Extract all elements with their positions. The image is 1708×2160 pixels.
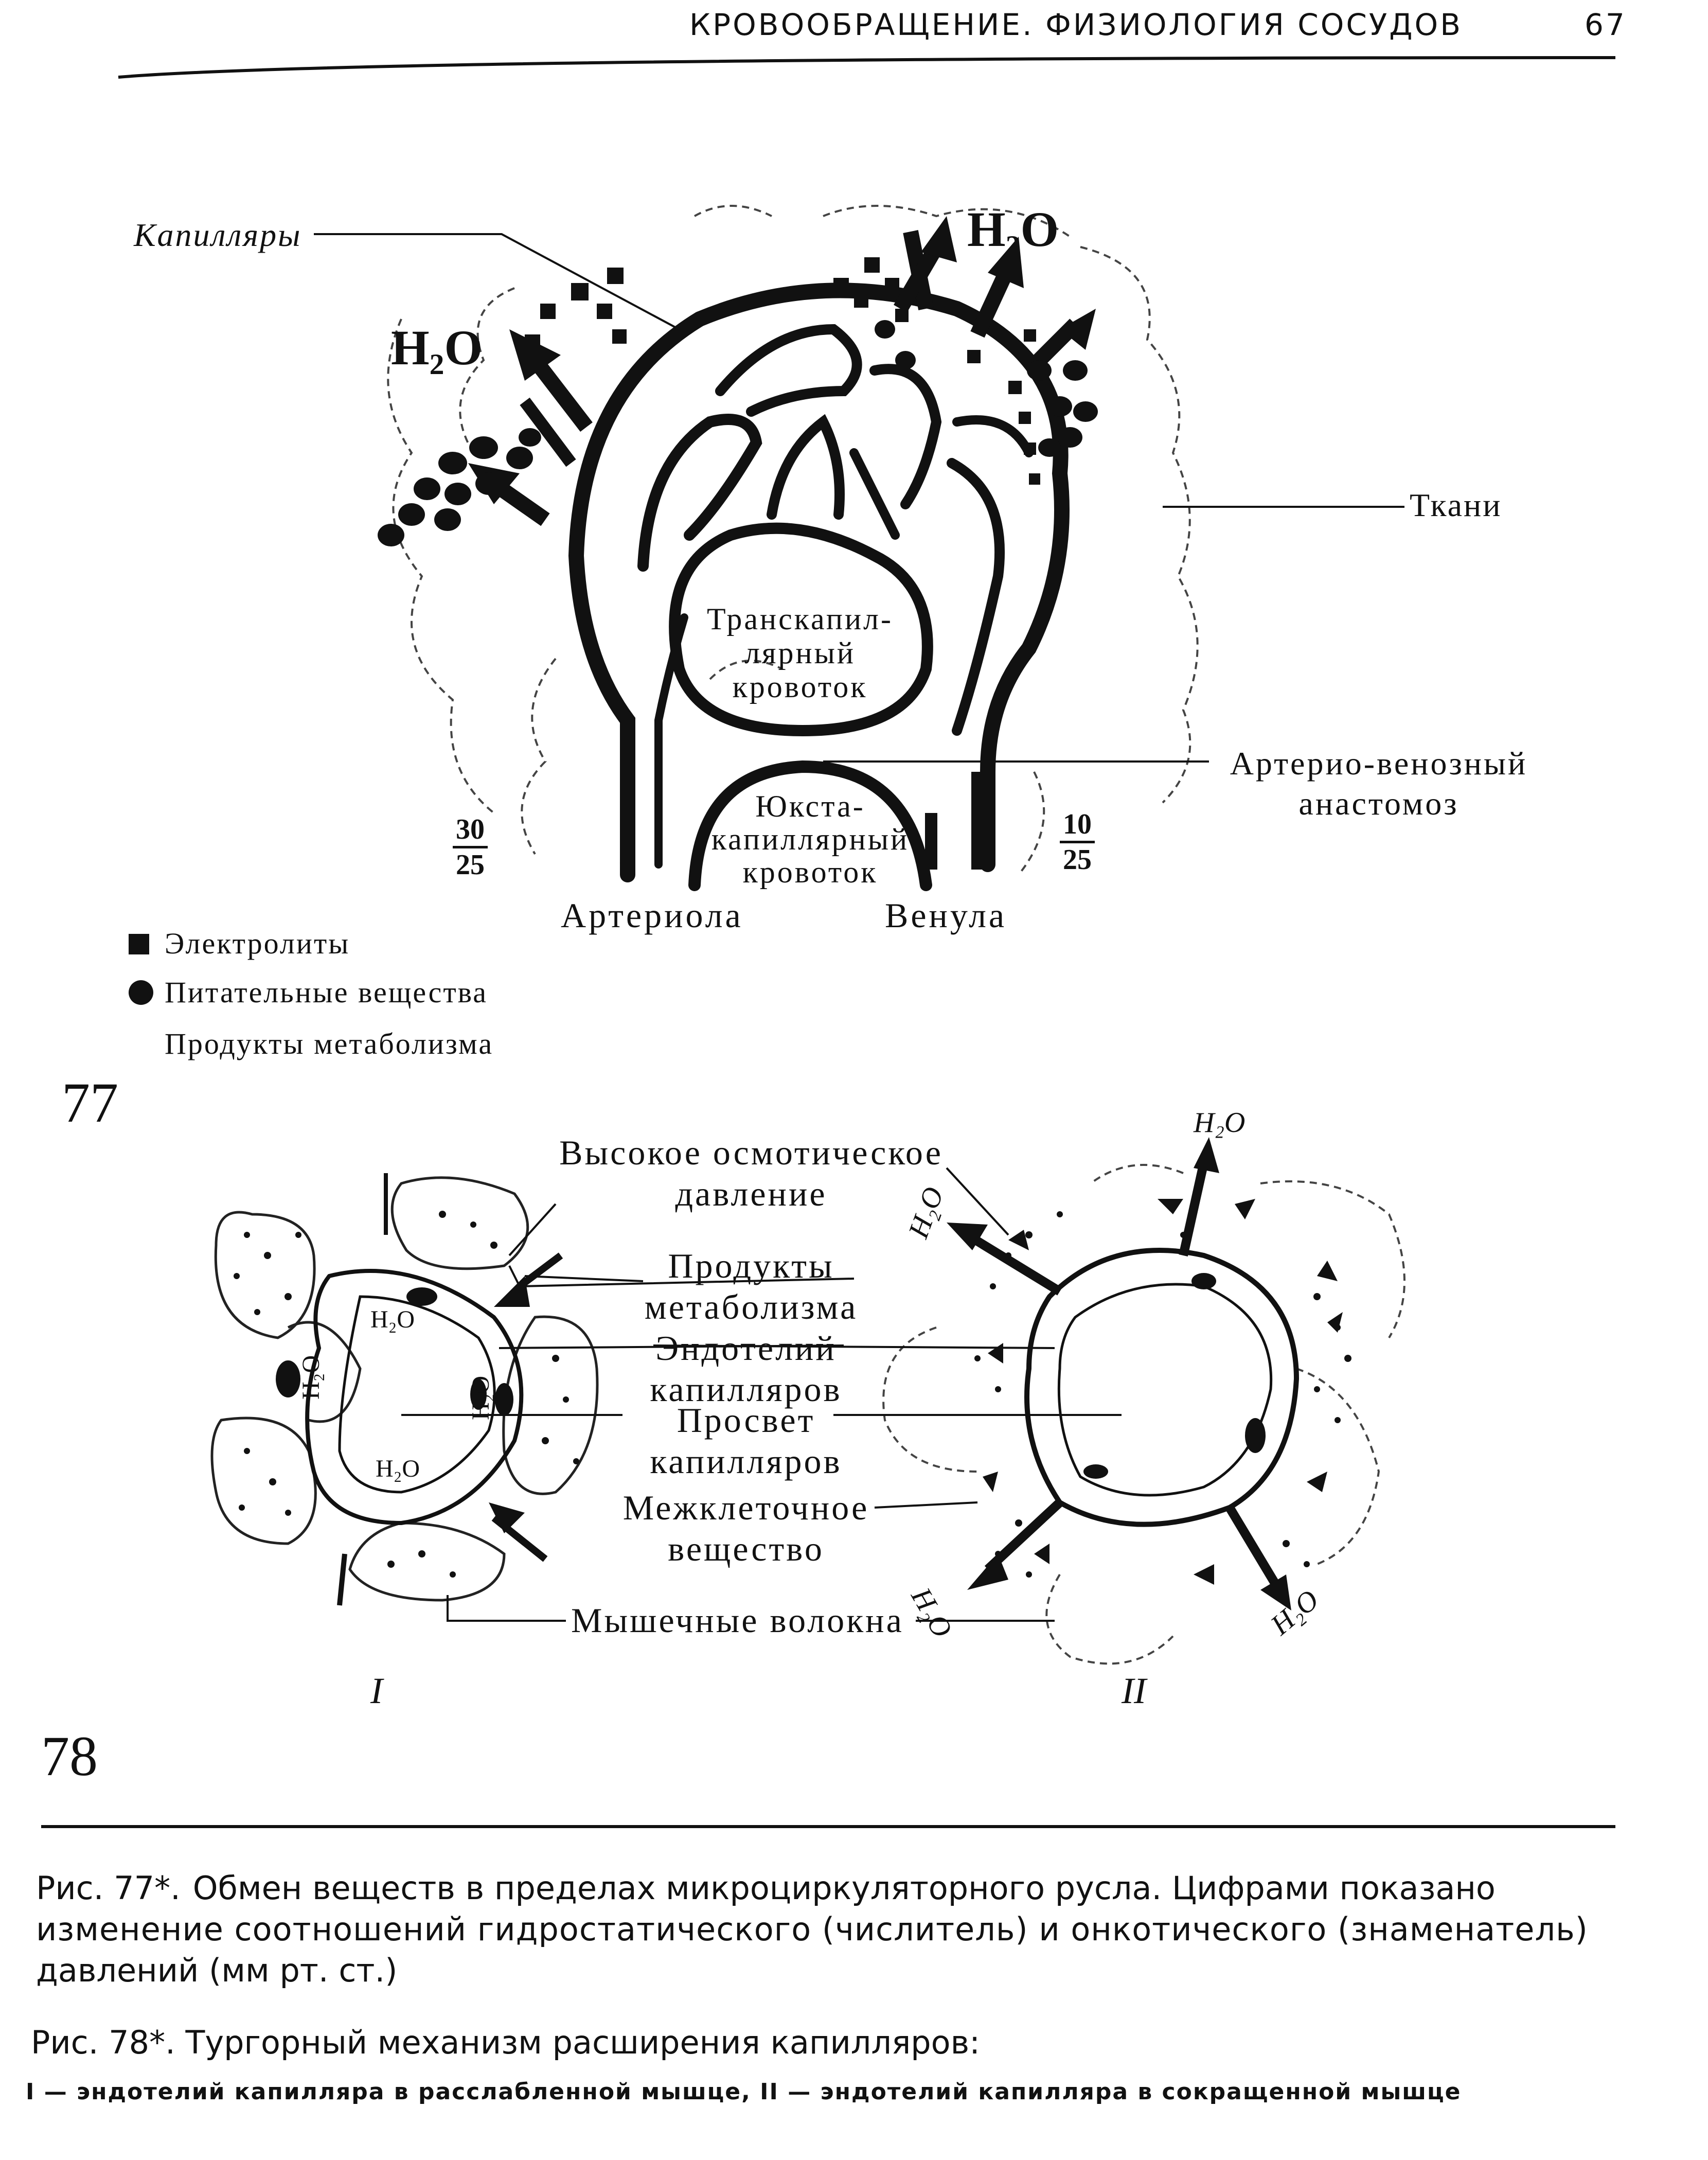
panel-2-label: II [1122,1670,1146,1711]
label-av-anastomosis: Артерио-венозный анастомоз [1230,745,1528,822]
svg-text:H₂O: H₂O [297,1355,325,1400]
label-endothelium: Эндотелий капилляров [650,1329,842,1409]
panel-2-h2o-arrows [947,1137,1291,1610]
tissue-cells [387,205,1199,876]
nutrient-dots [378,320,1098,546]
legend-square-icon [129,934,149,954]
capillary-network [568,282,1070,891]
fig77-number: 77 [62,1071,118,1134]
fig78-number: 78 [41,1725,98,1787]
panel-2-cells [882,1164,1405,1665]
label-tissues: Ткани [1410,487,1502,523]
svg-text:H₂O: H₂O [376,1455,420,1482]
label-h2o-left: H₂O [391,320,483,375]
panel-2-capillary [1024,1248,1300,1527]
panel-2-small-arrows [983,1199,1343,1585]
fig77-drawing [314,205,1404,891]
label-capillaries: Капилляры [134,217,302,253]
panel-1-nuclei [276,1287,513,1416]
fig78-leaders [401,1167,1122,1622]
leader-capillaries [314,233,680,330]
pressure-venule: 10 25 [1060,808,1095,876]
h2o-arrows [468,216,1096,526]
label-arteriole: Артериола [561,896,743,935]
caption-fig78: Рис. 78*. Тургорный механизм расширения … [31,2024,981,2061]
pressure-arteriole: 30 25 [453,813,488,881]
caption-rule [41,1825,1615,1828]
label-muscle-fibers: Мышечные волокна [571,1601,904,1640]
label-metabolites: Продукты метаболизма [644,1246,858,1326]
panel-1-h2o-labels: H₂O H₂O H₂O H₂O [297,1306,494,1482]
legend-circle-icon [129,980,153,1005]
svg-text:H₂O: H₂O [370,1306,415,1333]
label-h2o-top: H₂O [967,202,1059,257]
electrolyte-squares [525,257,1040,485]
label-lumen: Просвет капилляров [650,1401,842,1481]
svg-text:H₂O: H₂O [467,1376,494,1420]
label-intercellular: Межклеточное вещество [622,1488,869,1568]
legend-metabolites: Продукты метаболизма [165,1027,494,1060]
panel-1-label: I [370,1670,383,1711]
page-number: 67 [1585,7,1627,42]
running-title: КРОВООБРАЩЕНИЕ. ФИЗИОЛОГИЯ СОСУДОВ [689,7,1463,42]
panel-1-capillary [305,1269,524,1526]
label-high-osmotic: Высокое осмотическое давление [559,1133,943,1213]
legend-electrolytes: Электролиты [165,927,350,960]
panel-1-arrows [337,1173,563,1606]
label-juxtacapillary: Юкста- капиллярный кровоток [711,789,910,889]
svg-text:H₂O: H₂O [1193,1107,1245,1139]
panel-2-nuclei [1083,1273,1266,1479]
legend-nutrients: Питательные вещества [165,976,488,1009]
panel-1-dots [234,1211,579,1578]
fig78-drawing: H₂O H₂O H₂O H₂O [210,1107,1405,1665]
caption-fig78-sub: I — эндотелий капилляра в расслабленной … [26,2079,1462,2105]
header-rule [118,56,1616,79]
caption-fig77: Рис. 77*. Обмен веществ в пределах микро… [36,1869,1588,1989]
label-venule: Венула [885,896,1007,935]
svg-text:H₂O: H₂O [904,1582,958,1643]
panel-1-fibers [210,1176,599,1602]
label-transcapillary: Транскапил- лярный кровоток [707,602,893,704]
